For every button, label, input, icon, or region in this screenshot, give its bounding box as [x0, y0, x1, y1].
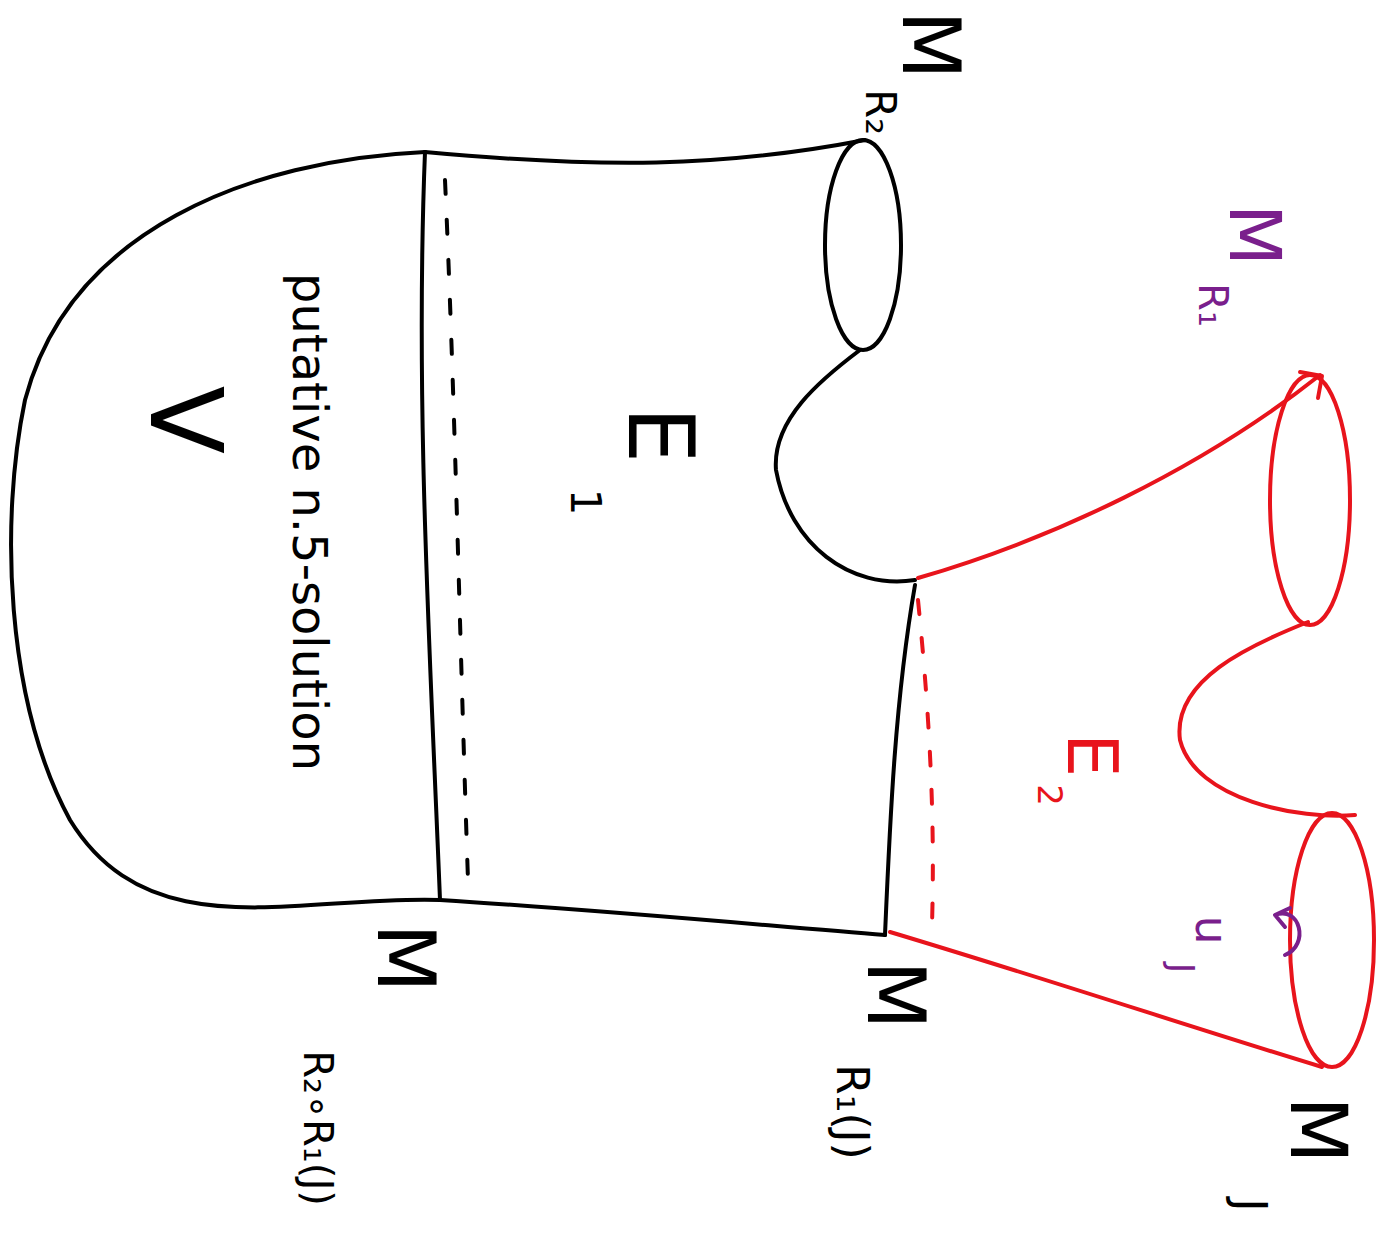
subscript: 2 — [1033, 784, 1067, 806]
end-circle — [1270, 375, 1350, 625]
subscript: J — [1165, 963, 1199, 973]
upper-cobordism-bottom-edge — [890, 932, 1322, 1067]
cobordism-top-edge — [425, 140, 865, 163]
cobordism-label: E — [1057, 733, 1127, 777]
cobordism-bottom-edge — [440, 900, 885, 935]
end-circle — [1290, 813, 1374, 1067]
end-circle — [825, 140, 901, 350]
region-label: V — [135, 386, 235, 454]
orientation-arrow — [1275, 908, 1299, 955]
glued-end — [885, 585, 915, 935]
hidden-boundary — [445, 180, 468, 880]
space-symbol: M — [1279, 1096, 1357, 1163]
subscript: R₁ — [1193, 283, 1233, 327]
space-symbol: M — [890, 10, 970, 79]
space-symbol: M — [855, 960, 935, 1029]
region-note: putative n.5-solution — [286, 273, 334, 771]
space-symbol: M — [365, 923, 445, 992]
subscript: R₂∘R₁(J) — [298, 1050, 338, 1206]
cap-outline — [11, 152, 440, 907]
arrow-tip — [1300, 372, 1322, 398]
cobordism-label: E — [615, 407, 705, 464]
subscript: J — [1228, 1199, 1272, 1212]
crotch-curve — [776, 350, 915, 581]
subscript: R₁(J) — [830, 1064, 874, 1160]
crotch-curve — [1179, 622, 1355, 816]
subscript: 1 — [564, 489, 606, 516]
hidden-boundary — [918, 600, 933, 925]
subscript: R₂ — [859, 89, 901, 135]
map-label: u — [1189, 915, 1235, 944]
space-symbol: M — [1219, 204, 1291, 266]
cap-boundary — [422, 152, 440, 900]
upper-cobordism-top-edge — [918, 375, 1320, 578]
